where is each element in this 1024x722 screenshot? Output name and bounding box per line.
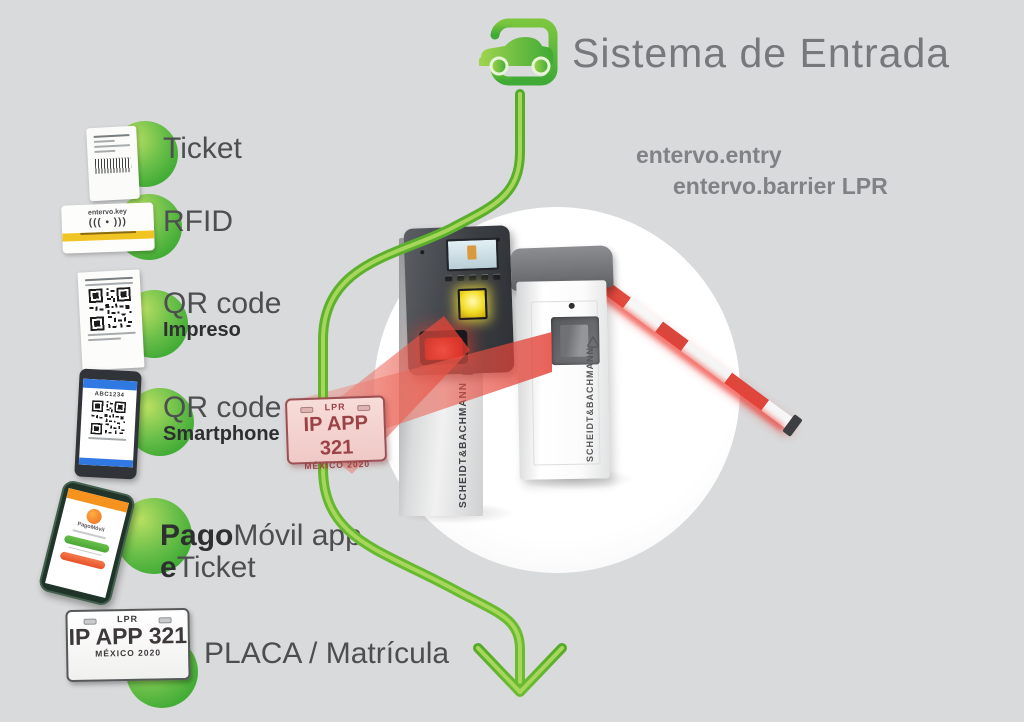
method-label-pago: PagoMóvil app: [160, 519, 362, 553]
method-label-qr-impreso: QR code: [163, 287, 282, 320]
display-figure: [467, 245, 477, 260]
barrier-column: [516, 280, 610, 480]
ticket-icon: [86, 125, 140, 202]
qr-code-number: ABC1234: [94, 391, 125, 399]
qr-code-icon: [90, 400, 126, 436]
entry-terminal-head: [403, 225, 515, 376]
plate-screw: [83, 618, 97, 625]
terminal-display: [445, 237, 499, 272]
method-label-qr-smartphone: QR code: [163, 391, 282, 424]
label-bold-part: Pago: [160, 519, 234, 552]
text-line-placeholder: [87, 337, 122, 342]
plate-number: IP APP 321: [303, 411, 369, 460]
qr-code-icon: [88, 287, 132, 331]
page-title: Sistema de Entrada: [572, 30, 951, 76]
qr-smartphone-icon: ABC1234: [74, 368, 142, 480]
terminal-led: [420, 250, 425, 255]
car-icon: [477, 13, 567, 93]
sb-logo-icon: [587, 336, 599, 348]
terminal-button: [481, 273, 489, 281]
text-line-placeholder: [84, 276, 133, 282]
text-line-placeholder: [88, 436, 127, 441]
text-line-placeholder: [80, 231, 137, 235]
text-line-placeholder: [93, 134, 130, 138]
method-label-placa: PLACA / Matrícula: [204, 637, 450, 670]
scanner-slot-red: [419, 329, 469, 366]
qr-receipt-icon: [77, 269, 145, 371]
app-header-bar: [82, 378, 138, 391]
system-entry-label: entervo.entry: [636, 142, 782, 168]
text-line-placeholder: [87, 331, 136, 337]
system-names: entervo.entry entervo.barrier LPR: [636, 140, 888, 202]
scanned-license-plate: LPR IP APP 321 MÉXICO 2020: [284, 395, 388, 471]
text-line-placeholder: [94, 149, 116, 153]
license-plate-icon: LPR IP APP 321 MÉXICO 2020: [65, 607, 191, 683]
rfid-card-stripe: [62, 230, 155, 242]
method-label-rfid: RFID: [163, 205, 233, 238]
method-label-eticket: eTicket: [160, 551, 256, 585]
terminal-button: [469, 274, 477, 281]
label-rest-part: Ticket: [176, 551, 256, 584]
method-label-ticket: Ticket: [163, 132, 242, 165]
terminal-button: [445, 275, 453, 282]
terminal-brand-label: SCHEIDT&BACHMANN: [458, 382, 469, 508]
plate-screw: [357, 404, 371, 412]
label-rest-part: Móvil app: [233, 519, 362, 552]
plate-screw: [158, 617, 172, 624]
plate-number: IP APP 321: [68, 621, 188, 651]
method-sublabel-impreso: Impreso: [163, 319, 241, 341]
plate-region: MÉXICO 2020: [304, 458, 371, 472]
text-line-placeholder: [85, 281, 134, 287]
text-line-placeholder: [93, 139, 115, 143]
barrier-led: [568, 302, 575, 309]
terminal-button: [457, 274, 465, 282]
barcode-icon: [94, 157, 132, 174]
label-bold-part: e: [160, 551, 177, 584]
barrier-brand-label: SCHEIDT&BACHMANN: [585, 347, 595, 462]
text-line-placeholder: [94, 144, 131, 148]
app-footer-bar: [78, 457, 134, 468]
sb-logo-icon: [461, 362, 474, 375]
down-arrow-icon: [473, 643, 567, 697]
red-glow: [424, 336, 464, 361]
plate-screw: [300, 406, 314, 414]
terminal-led: [495, 237, 500, 242]
ticket-slot-yellow: [457, 288, 488, 321]
phone-screen: ABC1234: [78, 378, 138, 468]
system-barrier-label: entervo.barrier LPR: [673, 173, 888, 199]
method-sublabel-smartphone: Smartphone: [163, 423, 280, 445]
pago-movil-phone-icon: PagoMóvil: [37, 478, 137, 608]
phone-screen: PagoMóvil: [45, 487, 129, 599]
rfid-card-icon: entervo.key ((( • ))): [61, 202, 155, 254]
rfid-waves-icon: ((( • ))): [88, 216, 128, 229]
terminal-button: [493, 273, 501, 280]
